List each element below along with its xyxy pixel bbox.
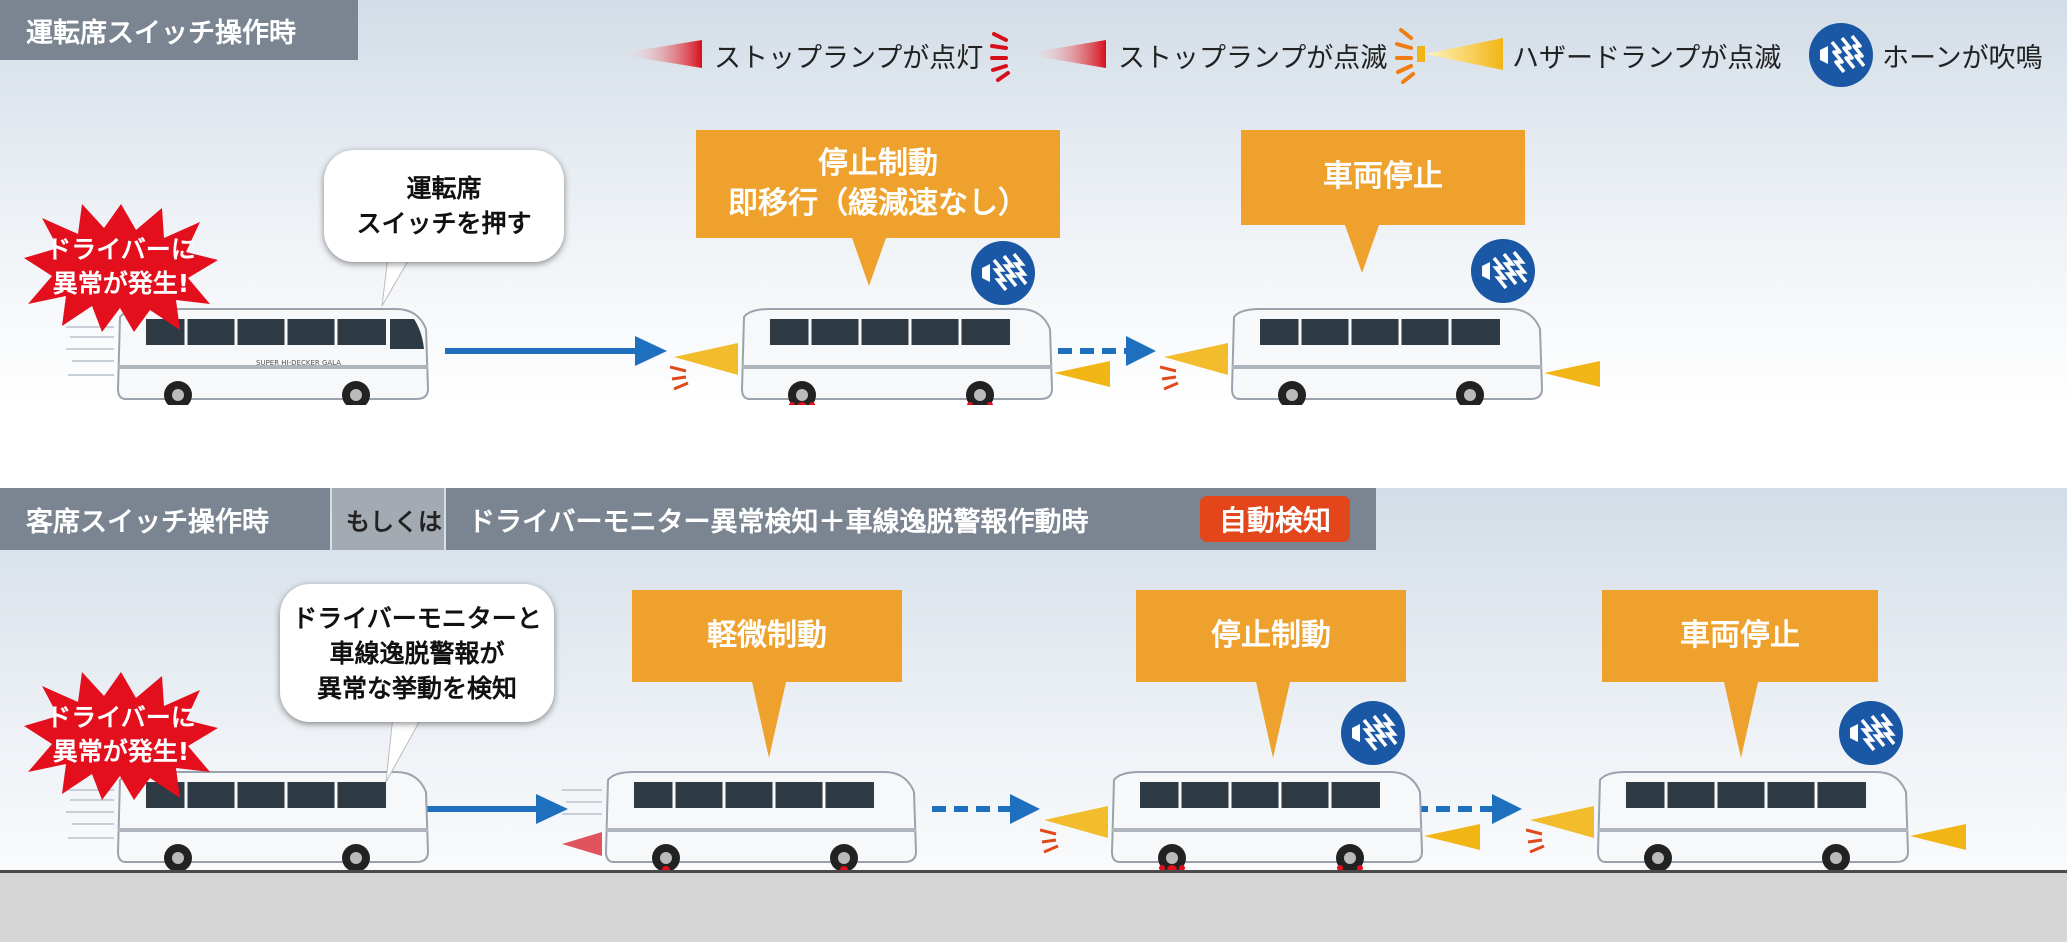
- horn-icon: [1809, 23, 1873, 87]
- stage-tail: [1256, 682, 1290, 758]
- bus: [1040, 771, 1480, 873]
- bus: [66, 771, 430, 872]
- horn-icon: [1839, 701, 1903, 765]
- stage-vehicle-stop: 車両停止: [1241, 130, 1525, 225]
- hazard-lamp-icon: [1395, 28, 1503, 84]
- bus: SUPER HI-DECKER GALA: [66, 308, 430, 405]
- stop-lamp-on-icon: [616, 40, 702, 68]
- stage-tail: [1345, 225, 1379, 273]
- bus: [562, 771, 918, 873]
- stage-stop-braking-immediate: 停止制動 即移行（緩減速なし）: [696, 130, 1060, 238]
- bus: [1526, 771, 1966, 872]
- flow-arrow-solid: [445, 336, 667, 366]
- or-label: もしくは: [332, 488, 444, 550]
- legend-stop-lamp-on: ストップランプが点灯: [714, 43, 984, 74]
- stage-tail: [852, 238, 886, 286]
- burst-text: ドライバーに 異常が発生!: [46, 703, 196, 766]
- stop-lamp-blink-icon: [990, 32, 1106, 82]
- panel-driver-switch: 運転席スイッチ操作時 ストップランプが点灯 ストップランプが点滅 ハザードランプ…: [0, 0, 2067, 405]
- section2-header: 客席スイッチ操作時: [0, 488, 330, 550]
- horn-icon: [971, 241, 1035, 305]
- stage-light-braking: 軽微制動: [632, 590, 902, 682]
- flow-arrow-dashed: [932, 794, 1040, 824]
- legend-horn: ホーンが吹鳴: [1882, 43, 2043, 74]
- legend-stop-lamp-blink: ストップランプが点滅: [1118, 43, 1388, 74]
- divider: [0, 475, 2067, 488]
- driver-emergency-burst: ドライバーに 異常が発生!: [22, 200, 220, 334]
- driver-switch-bubble: 運転席 スイッチを押す: [324, 150, 564, 262]
- flow-arrow-dashed: [1058, 336, 1156, 366]
- legend-hazard: ハザードランプが点滅: [1512, 43, 1782, 74]
- bubble-tail: [385, 706, 429, 783]
- bus-label: SUPER HI-DECKER GALA: [256, 359, 341, 367]
- bus: [1160, 308, 1600, 405]
- stage-tail: [1724, 682, 1758, 758]
- driver-emergency-burst: ドライバーに 異常が発生!: [22, 668, 220, 802]
- stage-tail: [752, 682, 786, 758]
- flow-arrow-dashed: [1414, 794, 1522, 824]
- auto-detect-bubble: ドライバーモニターと 車線逸脱警報が 異常な挙動を検知: [280, 584, 554, 722]
- stage-stop-braking: 停止制動: [1136, 590, 1406, 682]
- auto-detect-badge: 自動検知: [1200, 496, 1350, 542]
- flow-arrow-solid: [426, 794, 568, 824]
- panel-auto-detect: 客席スイッチ操作時 もしくは ドライバーモニター異常検知＋車線逸脱警報作動時 自…: [0, 488, 2067, 942]
- horn-icon: [1471, 239, 1535, 303]
- horn-icon: [1341, 701, 1405, 765]
- road: [0, 870, 2067, 942]
- bus: [670, 308, 1110, 405]
- stage-vehicle-stop: 車両停止: [1602, 590, 1878, 682]
- burst-text: ドライバーに 異常が発生!: [46, 235, 196, 298]
- section1-header: 運転席スイッチ操作時: [0, 0, 358, 60]
